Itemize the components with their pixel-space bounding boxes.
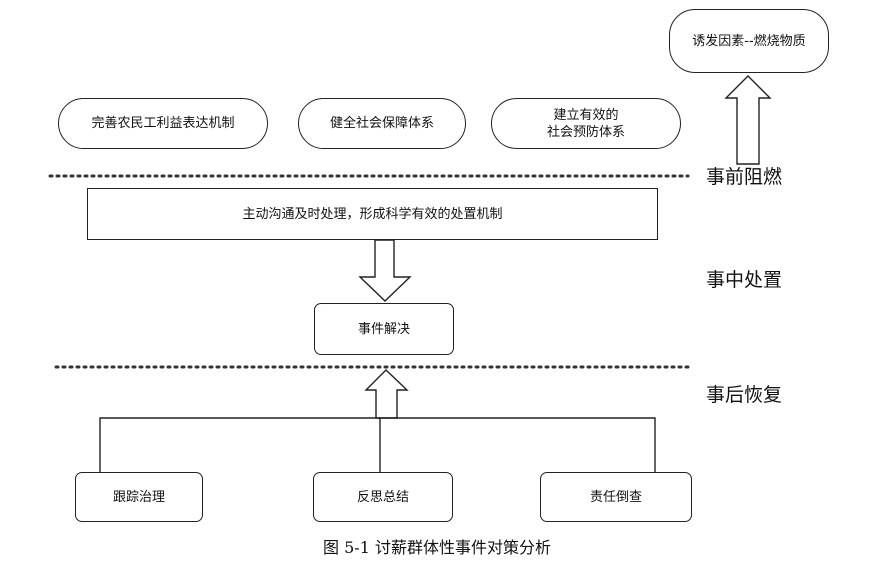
handling-mechanism-node: 主动沟通及时处理，形成科学有效的处置机制 [87,188,658,240]
figure-caption: 图 5-1 讨薪群体性事件对策分析 [323,538,551,557]
social-security-label: 健全社会保障体系 [329,116,434,131]
expression-mechanism-label: 完善农民工利益表达机制 [91,116,235,131]
stage-after-label: 事后恢复 [706,384,783,406]
accountability-node: 责任倒查 [540,472,692,522]
resolution-label: 事件解决 [357,321,410,337]
stage-before-label: 事前阻燃 [706,166,783,188]
tracking-label: 跟踪治理 [112,489,165,505]
reflection-node: 反思总结 [313,472,453,522]
stage-during-label: 事中处置 [706,269,783,291]
tracking-node: 跟踪治理 [75,472,203,522]
trigger-node: 诱发因素--燃烧物质 [669,9,829,73]
trigger-node-label: 诱发因素--燃烧物质 [692,33,806,49]
expression-mechanism-node: 完善农民工利益表达机制 [58,98,268,149]
prevention-system-node: 建立有效的 社会预防体系 [491,98,681,149]
handling-down-arrow [358,239,412,302]
resolution-node: 事件解决 [314,303,454,355]
trigger-up-arrow [724,75,772,165]
prevention-system-line1: 建立有效的 [553,107,619,123]
recovery-tree-connector [99,417,656,472]
handling-mechanism-label: 主动沟通及时处理，形成科学有效的处置机制 [242,206,503,222]
social-security-node: 健全社会保障体系 [298,98,466,149]
accountability-label: 责任倒查 [589,489,642,505]
recovery-up-arrow [364,369,409,419]
reflection-label: 反思总结 [356,489,409,505]
prevention-system-line2: 社会预防体系 [546,124,625,140]
